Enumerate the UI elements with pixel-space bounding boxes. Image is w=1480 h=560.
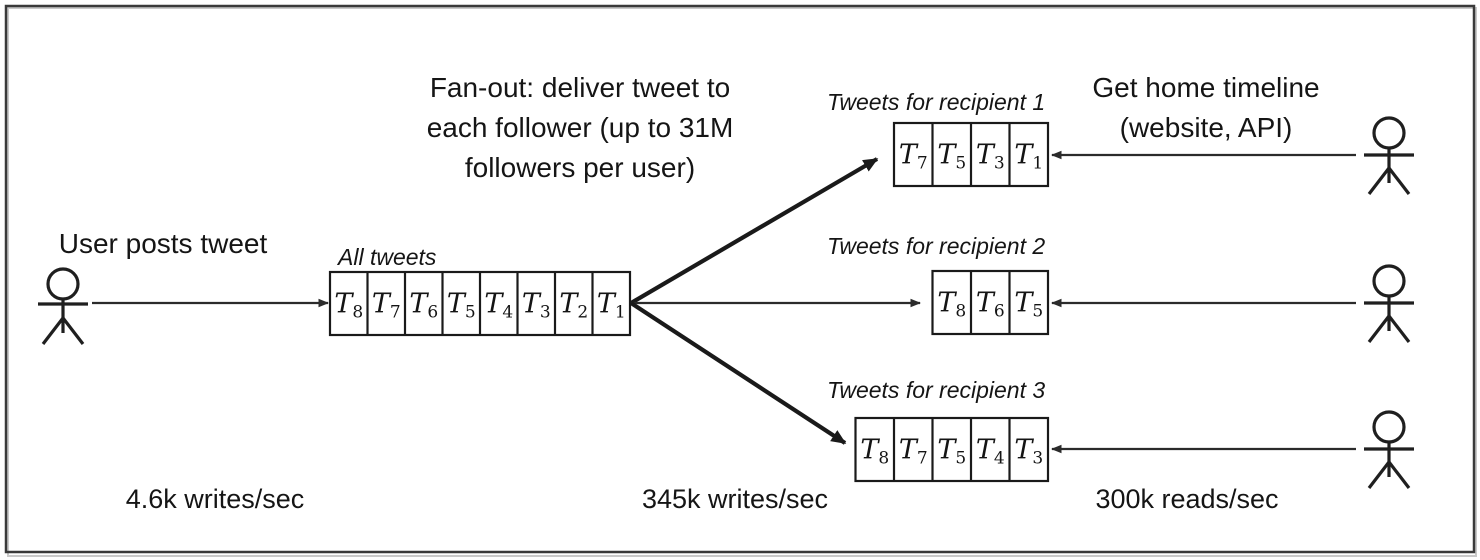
frame-border	[4, 4, 1476, 554]
read-rate-label: 300k reads/sec	[1095, 484, 1278, 514]
get-timeline-caption-line-1: Get home timeline	[1092, 72, 1319, 103]
fanout-arrow-recipient-1	[629, 157, 879, 305]
recipient-3-outline	[854, 416, 1050, 483]
recipient-2-cell: T5	[1014, 287, 1043, 321]
all-tweets-cell: T5	[447, 288, 476, 322]
recipient-3-box: T8 T7 T5 T4 T3	[854, 416, 1050, 483]
get-timeline-caption-line-2: (website, API)	[1120, 112, 1293, 143]
all-tweets-cell: T4	[484, 288, 513, 322]
recipient-2-box: T8 T6 T5	[931, 269, 1050, 336]
all-tweets-cell: T1	[597, 288, 626, 322]
frame-shadow	[7, 7, 1477, 557]
recipient-2-caption: Tweets for recipient 2	[827, 233, 1045, 259]
recipient-1-cell: T3	[976, 139, 1005, 173]
recipient-3-cell: T8	[860, 434, 889, 468]
all-tweets-cell: T6	[409, 288, 438, 322]
recipient-2-stick-figure-icon	[1364, 264, 1414, 343]
recipient-1-cell: T5	[937, 139, 966, 173]
recipient-2-cell: T6	[976, 287, 1005, 321]
recipient-2-cell: T8	[937, 287, 966, 321]
recipient-1-caption: Tweets for recipient 1	[827, 89, 1045, 115]
recipient-3-cell: T7	[899, 434, 928, 468]
recipient-3-caption: Tweets for recipient 3	[827, 377, 1045, 403]
write-rate-label: 4.6k writes/sec	[126, 484, 305, 514]
poster-stick-figure-icon	[38, 267, 88, 345]
recipient-2-outline	[931, 269, 1050, 336]
recipient-1-cell: T7	[899, 139, 928, 173]
fanout-rate-label: 345k writes/sec	[642, 484, 828, 514]
recipient-1-stick-figure-icon	[1364, 116, 1414, 195]
recipient-1-cell: T1	[1014, 139, 1043, 173]
recipient-3-cell: T4	[976, 434, 1005, 468]
user-posts-tweet-caption: User posts tweet	[59, 228, 268, 259]
all-tweets-cell: T2	[559, 288, 588, 322]
recipient-3-cell: T5	[937, 434, 966, 468]
fanout-caption-line-2: each follower (up to 31M	[427, 112, 734, 143]
all-tweets-caption: All tweets	[336, 244, 437, 270]
recipient-1-box: T7 T5 T3 T1	[892, 121, 1050, 188]
all-tweets-cell: T7	[372, 288, 401, 322]
fanout-caption-line-3: followers per user)	[465, 152, 695, 183]
fanout-arrow-recipient-3	[629, 301, 847, 445]
recipient-3-stick-figure-icon	[1364, 410, 1414, 489]
fanout-caption-line-1: Fan-out: deliver tweet to	[430, 72, 730, 103]
all-tweets-cell: T3	[522, 288, 551, 322]
all-tweets-cell: T8	[334, 288, 363, 322]
recipient-3-cell: T3	[1014, 434, 1043, 468]
